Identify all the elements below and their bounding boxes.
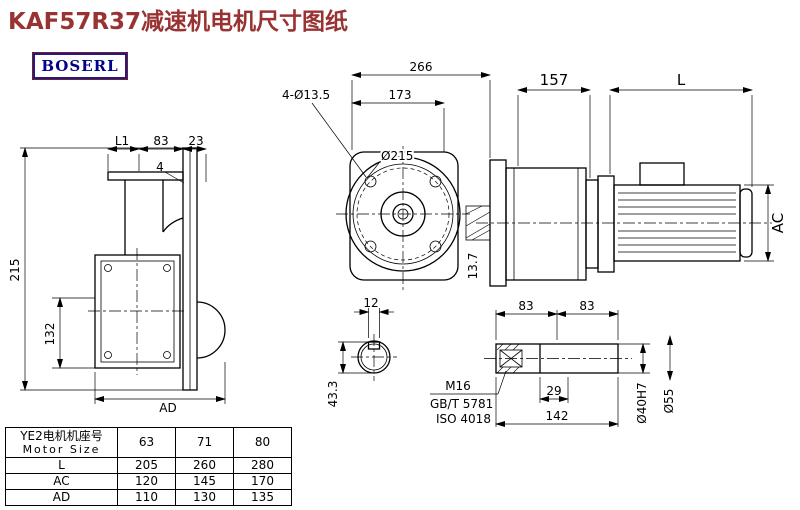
table-header-row: YE2电机机座号 Motor Size 63 71 80 <box>5 427 292 458</box>
dim-4-label: 4 <box>156 160 164 174</box>
output-shaft-detail-view: 83 83 29 142 Ø40H7 Ø55 M16 GB/T 5781 <box>430 299 676 427</box>
dim-83b-label: 83 <box>579 299 594 313</box>
dim-AD-label: AD <box>159 401 176 415</box>
cell-AD-80: 135 <box>233 489 292 506</box>
cell-AC-71: 145 <box>175 473 234 490</box>
std-iso-label: ISO 4018 <box>436 412 491 426</box>
dim-142-label: 142 <box>546 409 569 423</box>
cell-AC-80: 170 <box>233 473 292 490</box>
col-size-71: 71 <box>175 427 234 458</box>
cell-L-71: 260 <box>175 457 234 474</box>
std-gb-label: GB/T 5781 <box>430 397 493 411</box>
dim-29-label: 29 <box>546 384 561 398</box>
dim-83-top-label: 83 <box>153 134 168 148</box>
dim-bore-label: Ø40H7 <box>635 382 649 423</box>
header-en: Motor Size <box>22 442 101 456</box>
input-shaft-end-view: 12 43.3 <box>326 296 397 407</box>
table-row-AC: AC 120 145 170 <box>5 473 292 490</box>
cell-AD-63: 110 <box>117 489 176 506</box>
row-label-L: L <box>5 457 118 474</box>
dim-L1-label: L1 <box>115 134 129 148</box>
page-title: KAF57R37减速机电机尺寸图纸 <box>8 9 349 35</box>
col-size-80: 80 <box>233 427 292 458</box>
dim-dia-label: Ø55 <box>662 389 676 414</box>
dim-43-3-label: 43.3 <box>326 381 340 408</box>
cell-L-63: 205 <box>117 457 176 474</box>
logo-text: BOSERL <box>41 57 119 75</box>
flange-dia-label: Ø215 <box>381 149 413 163</box>
thread-label: M16 <box>445 379 471 393</box>
boserl-logo: BOSERL <box>33 53 127 79</box>
dim-157-label: 157 <box>540 71 569 89</box>
right-side-view: 157 L AC 13.7 <box>465 71 787 287</box>
row-label-AD: AD <box>5 489 118 506</box>
cell-AD-71: 130 <box>175 489 234 506</box>
technical-drawing: 266 173 4-Ø13.5 Ø215 <box>8 60 787 427</box>
table-row-L: L 205 260 280 <box>5 457 292 474</box>
bolt-holes-label: 4-Ø13.5 <box>282 88 330 102</box>
cell-L-80: 280 <box>233 457 292 474</box>
motor-size-table: YE2电机机座号 Motor Size 63 71 80 L 205 260 2… <box>5 427 292 506</box>
dim-13-7-label: 13.7 <box>466 253 480 280</box>
dim-215-label: 215 <box>8 259 22 282</box>
dim-83a-label: 83 <box>518 299 533 313</box>
table-row-AD: AD 110 130 135 <box>5 489 292 506</box>
dim-23-label: 23 <box>188 134 203 148</box>
dim-266-label: 266 <box>410 60 433 74</box>
col-size-63: 63 <box>117 427 176 458</box>
dim-AC-label: AC <box>769 213 787 233</box>
front-flange-view: 266 173 4-Ø13.5 Ø215 <box>280 60 491 292</box>
dim-173-label: 173 <box>389 88 412 102</box>
left-side-view: L1 83 23 4 215 132 AD <box>8 134 226 415</box>
table-header-motor-size: YE2电机机座号 Motor Size <box>5 427 118 458</box>
dim-132-label: 132 <box>43 323 57 346</box>
cell-AC-63: 120 <box>117 473 176 490</box>
dim-L-label: L <box>677 71 686 89</box>
row-label-AC: AC <box>5 473 118 490</box>
header-cn: YE2电机机座号 <box>20 428 103 443</box>
dim-12-label: 12 <box>363 296 378 310</box>
